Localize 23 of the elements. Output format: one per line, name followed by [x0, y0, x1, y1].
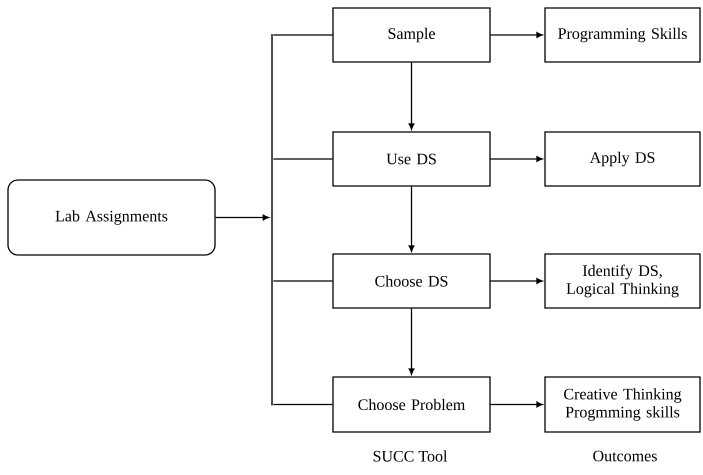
column-label: Outcomes: [593, 450, 657, 462]
arrow: [490, 32, 543, 38]
connector-line: [273, 404, 332, 406]
connector-line: [273, 280, 332, 282]
arrow: [408, 308, 414, 375]
process-box: Apply DS: [544, 131, 701, 187]
process-box: Use DS: [332, 131, 491, 187]
connector-line: [273, 34, 332, 36]
column-label: SUCC Tool: [374, 450, 448, 462]
connector-line: [273, 158, 332, 160]
arrow: [216, 214, 269, 220]
arrow: [490, 402, 543, 408]
process-box: Programming Skills: [544, 7, 701, 63]
arrow: [408, 62, 414, 130]
arrow: [490, 156, 543, 162]
process-box: Creative Thinking Progmming skills: [544, 376, 701, 433]
process-box: Sample: [332, 7, 491, 63]
start-box: Lab Assignments: [7, 179, 216, 256]
arrow: [490, 278, 543, 284]
process-box: Choose DS: [332, 253, 491, 309]
arrow: [408, 186, 414, 252]
process-box: Identify DS, Logical Thinking: [544, 253, 701, 309]
process-box: Choose Problem: [332, 376, 491, 433]
